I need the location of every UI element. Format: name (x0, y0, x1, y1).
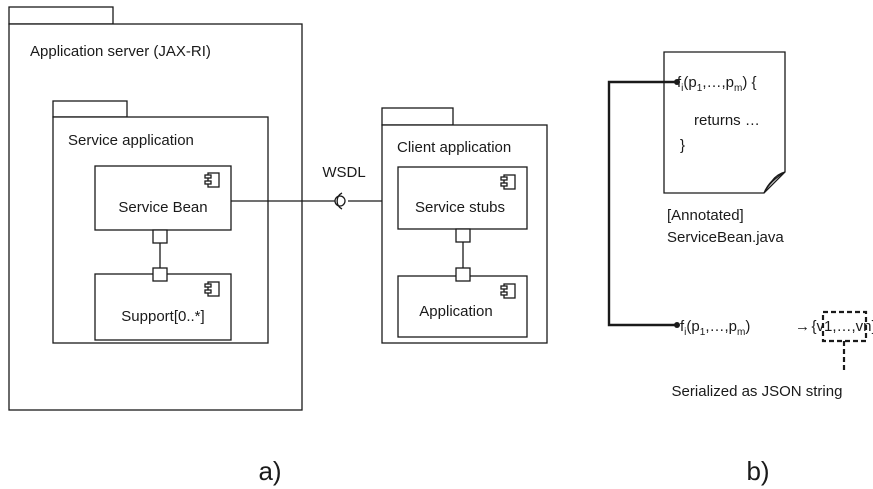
json-result-box (821, 310, 868, 343)
bracket-line (607, 80, 677, 327)
service-stubs-label: Service stubs (415, 199, 505, 216)
document-shape (663, 51, 786, 194)
application-label: Application (419, 303, 492, 320)
connector-dot (674, 322, 680, 328)
component-icon (204, 281, 220, 297)
caption-b: b) (746, 456, 769, 486)
document-fold (763, 171, 786, 194)
service-application-label: Service application (68, 132, 194, 149)
call-signature: fi(p1,…,pm) (680, 318, 750, 338)
wsdl-label: WSDL (322, 164, 365, 181)
support-label: Support[0..*] (121, 308, 204, 325)
bean-support-connector (152, 229, 168, 282)
doc-body: returns … (694, 112, 760, 129)
caption-a: a) (258, 456, 281, 486)
support-component: Support[0..*] (94, 273, 232, 341)
component-icon (500, 283, 516, 299)
app-server-label: Application server (JAX-RI) (30, 43, 211, 60)
source-file-document: fi(p1,…,pm) { returns … } (663, 51, 786, 194)
port-square (152, 267, 168, 282)
socket-arc (336, 192, 343, 210)
component-icon (204, 172, 220, 188)
port-square (152, 229, 168, 244)
app-server-tab (8, 6, 114, 25)
service-bean-component: Service Bean (94, 165, 232, 231)
connector-dot (674, 79, 680, 85)
stubs-application-connector (455, 228, 471, 282)
service-bean-label: Service Bean (118, 199, 207, 216)
component-icon (500, 174, 516, 190)
port-square (455, 228, 471, 243)
doc-name-line2: ServiceBean.java (667, 229, 784, 246)
serialization-note: Serialized as JSON string (672, 383, 843, 400)
doc-name-line1: [Annotated] (667, 207, 744, 224)
service-stubs-component: Service stubs (397, 166, 528, 230)
client-application-tab (381, 107, 454, 126)
application-component: Application (397, 275, 528, 338)
doc-close: } (680, 137, 685, 154)
client-application-label: Client application (397, 139, 511, 156)
json-result-text: {v1,…,vn} (811, 318, 873, 335)
port-square (455, 267, 471, 282)
service-application-tab (52, 100, 128, 118)
mapping-connector (607, 79, 680, 328)
mapping-arrow: → (795, 318, 810, 335)
